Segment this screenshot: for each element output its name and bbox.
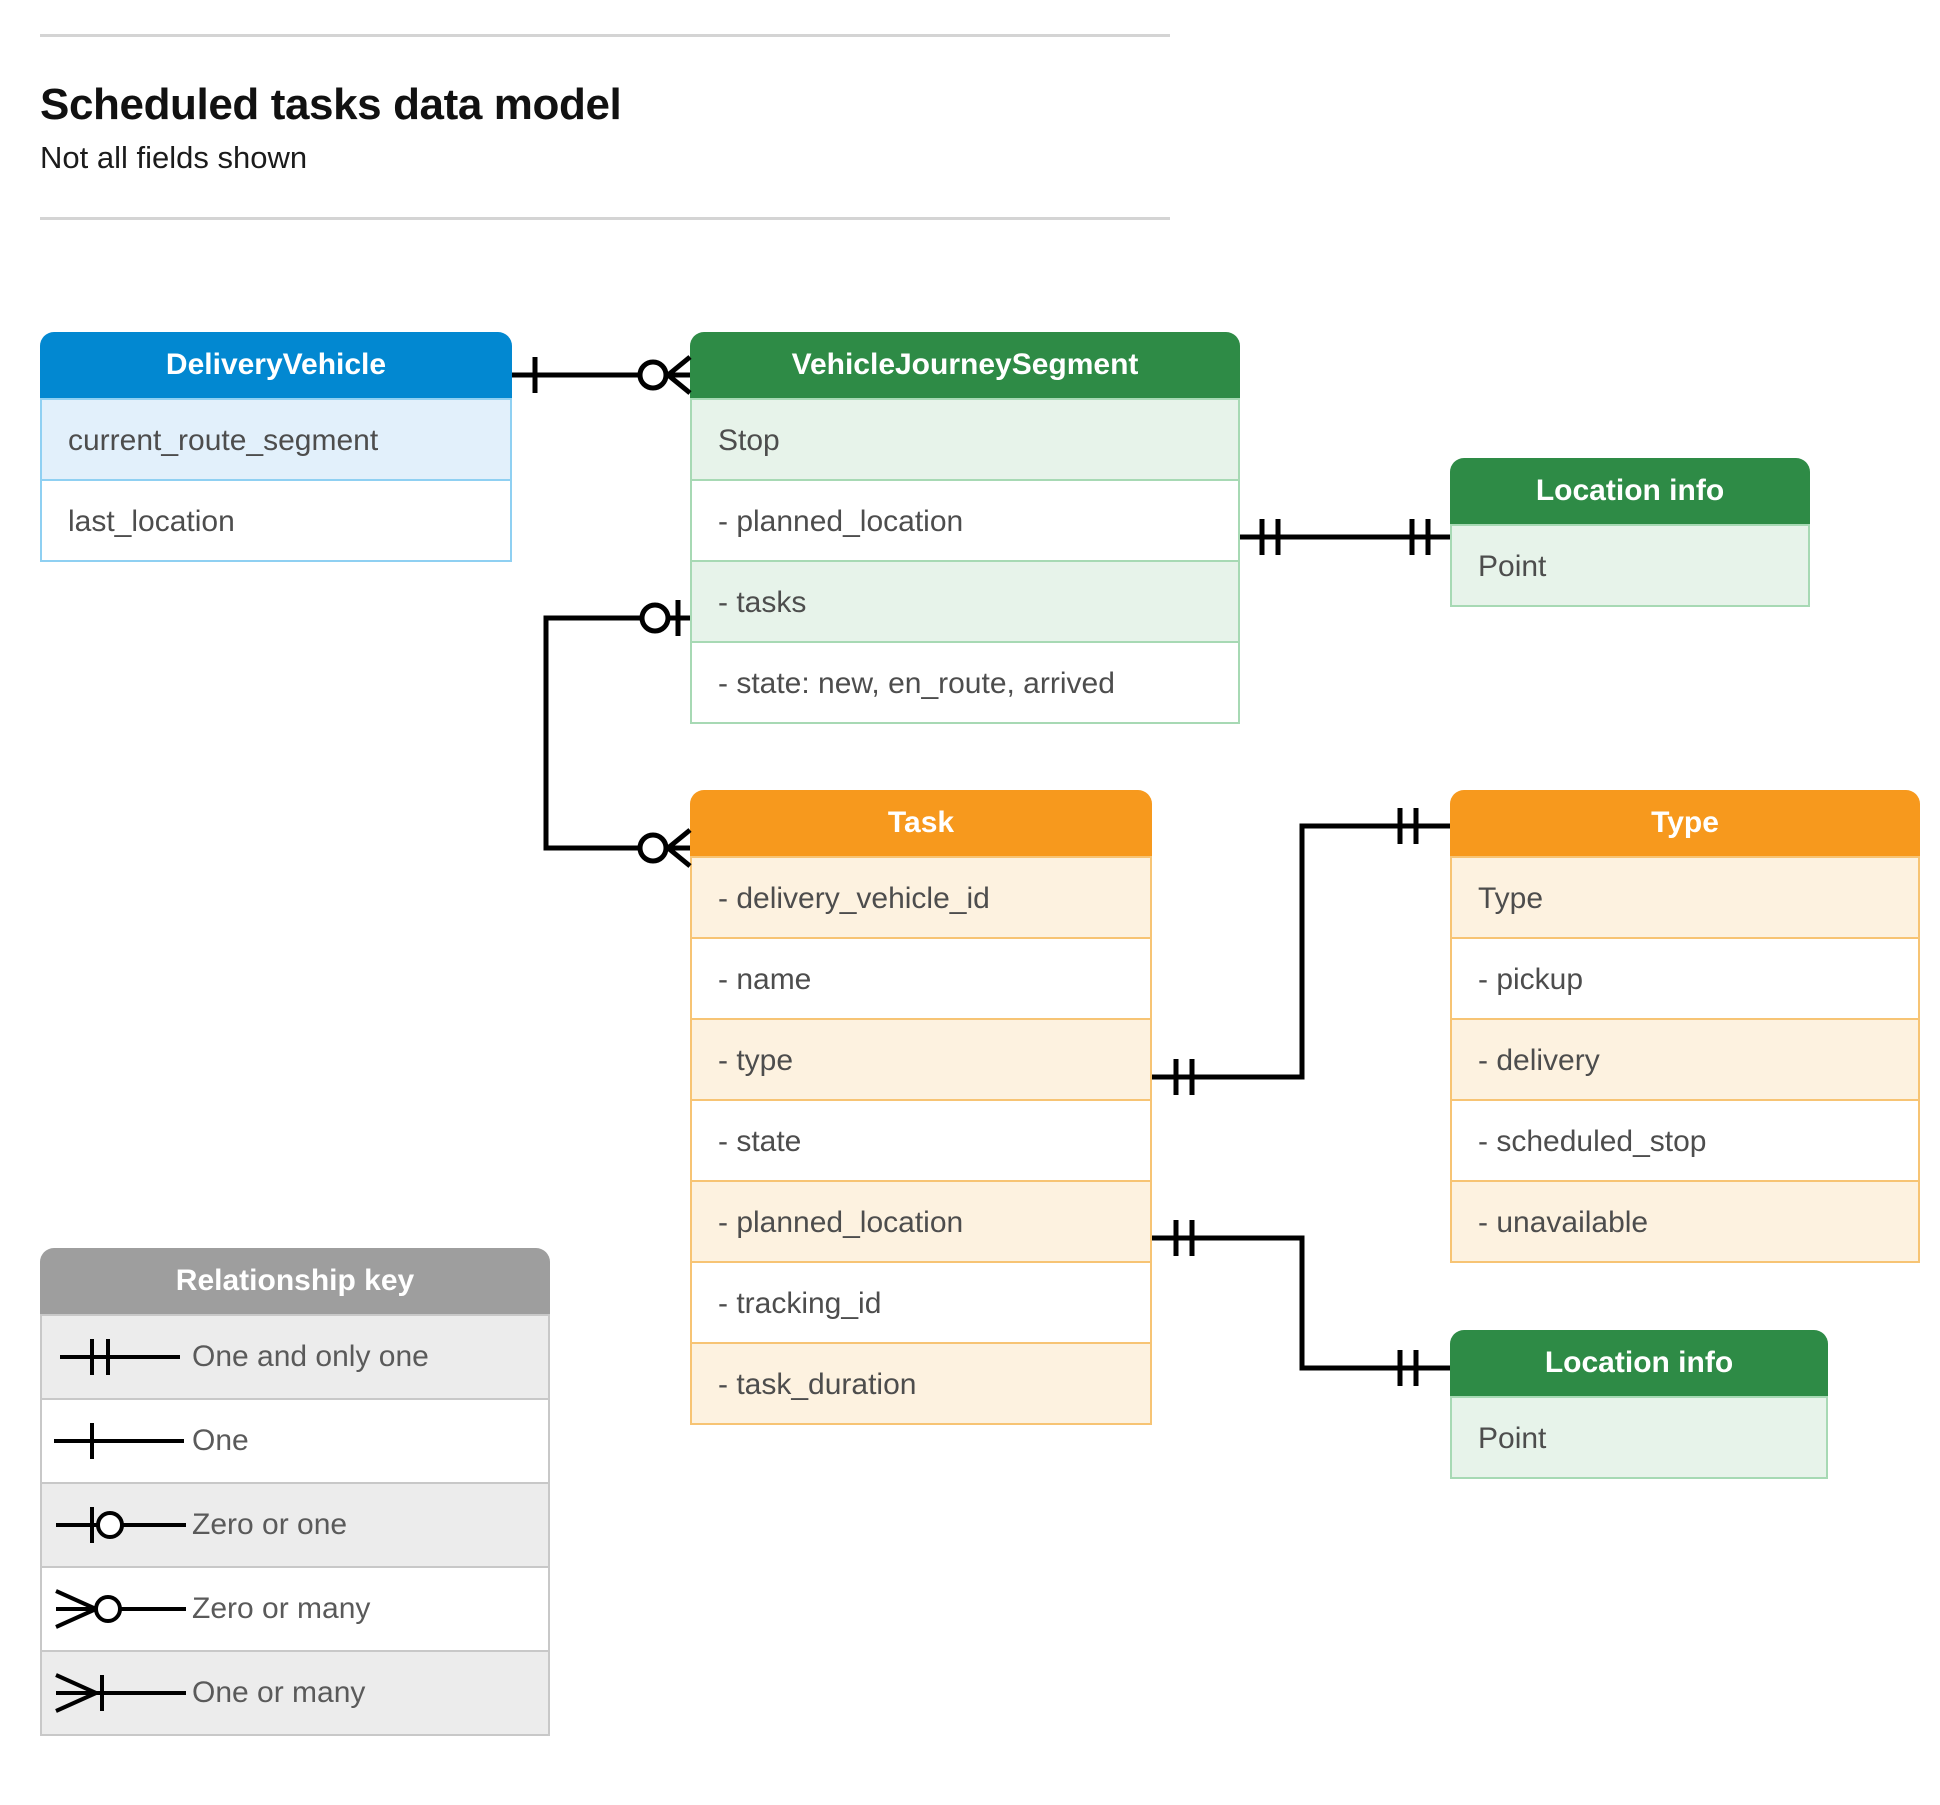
cardinality-zero-or-many — [637, 355, 692, 395]
entity-location-info-top[interactable]: Location info Point — [1450, 458, 1810, 607]
legend-item: One — [42, 1398, 548, 1482]
entity-task-rows: - delivery_vehicle_id - name - type - st… — [690, 856, 1152, 1425]
entity-task-title: Task — [690, 790, 1152, 856]
entity-vehicle-journey-segment-rows: Stop - planned_location - tasks - state:… — [690, 398, 1240, 724]
entity-row: Type — [1452, 856, 1918, 937]
entity-row: - tasks — [692, 560, 1238, 641]
entity-row: last_location — [42, 479, 510, 560]
entity-delivery-vehicle-title: DeliveryVehicle — [40, 332, 512, 398]
entity-row: - task_duration — [692, 1342, 1150, 1423]
cardinality-one-and-only-one — [1259, 519, 1281, 555]
entity-row: current_route_segment — [42, 398, 510, 479]
entity-vehicle-journey-segment[interactable]: VehicleJourneySegment Stop - planned_loc… — [690, 332, 1240, 724]
connector-vjs-tasks-task — [543, 615, 690, 851]
entity-row: - scheduled_stop — [1452, 1099, 1918, 1180]
cardinality-one-and-only-one — [1397, 808, 1419, 844]
cardinality-one-and-only-one — [1173, 1059, 1195, 1095]
entity-location-info-top-title: Location info — [1450, 458, 1810, 524]
legend-item-label: One — [192, 1424, 249, 1457]
page-subtitle: Not all fields shown — [40, 140, 308, 176]
entity-row: - planned_location — [692, 479, 1238, 560]
zero-or-many-icon — [55, 1589, 186, 1629]
connector-task-plannedlocation-locationinfo — [1152, 1235, 1450, 1371]
entity-row: - planned_location — [692, 1180, 1150, 1261]
header-rule-bottom — [40, 217, 1170, 221]
entity-row: - name — [692, 937, 1150, 1018]
relationship-key-rows: One and only one One — [40, 1314, 550, 1736]
entity-row: - state: new, en_route, arrived — [692, 641, 1238, 722]
entity-type-title: Type — [1450, 790, 1920, 856]
legend-item: Zero or many — [42, 1566, 548, 1650]
entity-location-info-top-rows: Point — [1450, 524, 1810, 607]
entity-row: - tracking_id — [692, 1261, 1150, 1342]
one-or-many-icon — [55, 1673, 186, 1713]
entity-location-info-bottom-rows: Point — [1450, 1396, 1828, 1479]
header-rule-top — [40, 34, 1170, 37]
legend-item-label: Zero or many — [192, 1592, 371, 1625]
legend-item-label: One or many — [192, 1676, 366, 1709]
entity-row: - unavailable — [1452, 1180, 1918, 1261]
legend-item: Zero or one — [42, 1482, 548, 1566]
entity-delivery-vehicle-rows: current_route_segment last_location — [40, 398, 512, 562]
zero-or-one-icon — [56, 1507, 186, 1543]
legend-item-label: One and only one — [192, 1340, 429, 1373]
cardinality-one-and-only-one — [1409, 519, 1431, 555]
cardinality-zero-or-one — [639, 600, 681, 636]
entity-row: - pickup — [1452, 937, 1918, 1018]
entity-type-rows: Type - pickup - delivery - scheduled_sto… — [1450, 856, 1920, 1263]
entity-location-info-bottom-title: Location info — [1450, 1330, 1828, 1396]
entity-vehicle-journey-segment-title: VehicleJourneySegment — [690, 332, 1240, 398]
entity-row: - type — [692, 1018, 1150, 1099]
document-header: Scheduled tasks data model Not all field… — [40, 34, 1170, 221]
connector-task-type-type — [1152, 823, 1450, 1080]
entity-row: Point — [1452, 1396, 1826, 1477]
entity-delivery-vehicle[interactable]: DeliveryVehicle current_route_segment la… — [40, 332, 512, 562]
entity-task[interactable]: Task - delivery_vehicle_id - name - type… — [690, 790, 1152, 1425]
entity-row: - delivery — [1452, 1018, 1918, 1099]
relationship-key-legend: Relationship key One and only one — [40, 1248, 550, 1736]
legend-item: One or many — [42, 1650, 548, 1734]
one-and-only-one-icon — [60, 1339, 180, 1375]
cardinality-one-and-only-one — [1173, 1220, 1195, 1256]
entity-type[interactable]: Type Type - pickup - delivery - schedule… — [1450, 790, 1920, 1263]
legend-item-label: Zero or one — [192, 1508, 348, 1541]
relationship-key-title: Relationship key — [40, 1248, 550, 1314]
cardinality-zero-or-many — [637, 828, 692, 868]
page-title: Scheduled tasks data model — [40, 80, 622, 129]
entity-row: - state — [692, 1099, 1150, 1180]
one-icon — [54, 1423, 184, 1459]
entity-row: Stop — [692, 398, 1238, 479]
entity-row: - delivery_vehicle_id — [692, 856, 1150, 937]
legend-item: One and only one — [42, 1314, 548, 1398]
cardinality-one-and-only-one — [1397, 1350, 1419, 1386]
entity-row: Point — [1452, 524, 1808, 605]
entity-location-info-bottom[interactable]: Location info Point — [1450, 1330, 1828, 1479]
